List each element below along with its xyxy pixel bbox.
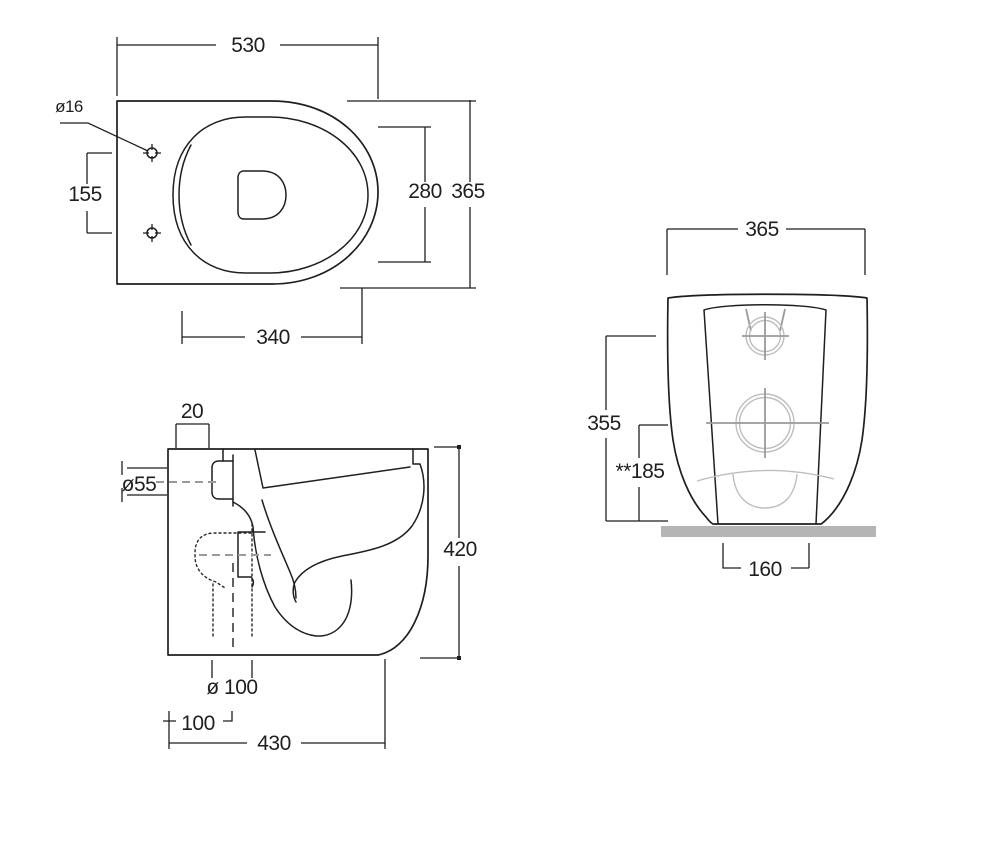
dim-base-width-160: 160 — [722, 543, 810, 581]
side-view: 20 ø55 420 ø 100 100 430 — [121, 400, 477, 755]
dim-line — [340, 100, 476, 289]
dim-overall-length-430: 430 — [168, 659, 386, 755]
front-panel-seam — [703, 304, 827, 525]
dim-line — [722, 543, 810, 569]
floor-bar — [661, 526, 876, 537]
trap-u-line — [732, 473, 798, 509]
dim-line — [420, 446, 460, 659]
dim-label-o100: ø 100 — [206, 676, 257, 699]
dim-outlet-offset-100: 100 — [163, 711, 233, 735]
dim-outlet-height-185: **185 — [616, 424, 668, 521]
dim-line — [378, 126, 431, 263]
dim-label-365: 365 — [451, 180, 485, 203]
seat-rim-outline — [172, 116, 369, 274]
dim-line — [175, 423, 210, 448]
dim-label-340: 340 — [256, 326, 290, 349]
front-view: 365 355 **185 160 — [587, 218, 876, 581]
dim-label-530: 530 — [231, 34, 265, 57]
dim-line — [86, 152, 112, 234]
dim-end-dot — [457, 656, 461, 660]
dim-inlet-diameter-55: ø55 — [121, 461, 167, 502]
base-arch-line — [696, 469, 835, 482]
pan-outer-outline — [116, 100, 379, 285]
dim-label-155: 155 — [68, 183, 102, 206]
dim-line — [116, 37, 379, 99]
drain-opening — [237, 170, 287, 220]
top-view: 530 ø16 155 280 365 340 — [55, 34, 485, 349]
dim-line — [638, 424, 668, 521]
spud-capsule — [211, 460, 234, 500]
outlet-crosshair — [706, 388, 829, 458]
dim-bowl-width-340: 340 — [181, 288, 363, 349]
inlet-boss-top — [742, 312, 789, 360]
dim-label-160: 160 — [748, 558, 782, 581]
dim-line — [605, 335, 668, 522]
dim-outlet-diameter-100: ø 100 — [206, 660, 258, 699]
dim-end-dot — [457, 445, 461, 449]
fixing-hole-top — [143, 144, 161, 162]
bowl-back-sweep — [292, 448, 425, 603]
outlet-boss-middle — [706, 388, 829, 458]
dim-fixing-hole-diameter: ø16 — [55, 97, 149, 152]
inlet-crosshair — [742, 312, 789, 360]
bowl-front-surface — [261, 499, 297, 599]
dim-label-100: 100 — [181, 712, 215, 735]
dim-hole-spacing-155: 155 — [68, 152, 112, 234]
fixing-hole-bottom — [143, 224, 161, 242]
rim-shelf-lines — [254, 449, 411, 489]
dim-label-355: 355 — [587, 412, 621, 435]
pan-front-outline — [666, 293, 869, 525]
hidden-outlet-elbow — [194, 532, 252, 589]
pan-side-outline — [167, 448, 429, 656]
dim-label-280: 280 — [408, 180, 442, 203]
dim-line — [168, 659, 386, 749]
dim-label-o55: ø55 — [122, 473, 157, 496]
inlet-channel-lines — [745, 308, 786, 332]
dim-line — [211, 660, 253, 678]
leader-line — [60, 122, 149, 152]
dim-label-185: **185 — [616, 460, 665, 483]
side-view-body — [156, 448, 429, 656]
dim-inlet-height-355: 355 — [587, 335, 668, 522]
dim-label-430: 430 — [257, 732, 291, 755]
water-inlet-spud — [211, 448, 234, 507]
top-view-body — [116, 100, 379, 285]
dim-seat-depth-280: 280 — [378, 126, 442, 263]
dim-overall-depth-365: 365 — [340, 100, 485, 289]
dim-line — [121, 461, 167, 502]
dim-overall-width-530: 530 — [116, 34, 379, 99]
front-view-body — [666, 293, 869, 525]
base-trap-detail — [696, 469, 835, 509]
dim-rear-offset-20: 20 — [175, 400, 210, 448]
dim-line — [666, 228, 866, 275]
dim-label-o16: ø16 — [55, 97, 83, 116]
dim-label-20: 20 — [181, 400, 203, 423]
dim-label-420: 420 — [443, 538, 477, 561]
seat-rim-inner-edge — [178, 144, 192, 246]
dim-front-width-365: 365 — [666, 218, 866, 275]
bowl-wall-and-sump — [232, 501, 353, 637]
dim-line — [181, 288, 363, 344]
fixing-hole-crosshair — [143, 144, 161, 162]
fixing-hole-crosshair — [143, 224, 161, 242]
dim-overall-height-420: 420 — [420, 445, 477, 660]
dim-label-365-front: 365 — [745, 218, 779, 241]
